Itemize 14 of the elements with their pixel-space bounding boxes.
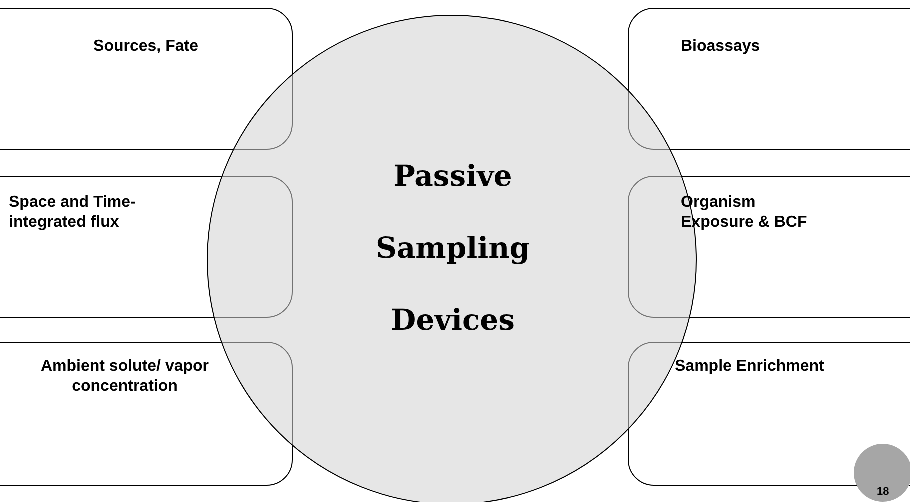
box-label: Ambient solute/ vapor concentration: [40, 357, 210, 397]
topic-box: [628, 176, 910, 318]
page-number-badge: [854, 444, 910, 502]
box-label: Sample Enrichment: [675, 357, 826, 377]
topic-box: [0, 8, 293, 150]
topic-box: [628, 342, 910, 486]
page-number: 18: [877, 486, 890, 498]
topic-box: [0, 176, 293, 318]
circle-label: Passive Sampling Devices: [374, 158, 532, 339]
box-label: Sources, Fate: [92, 37, 200, 57]
box-label: Space and Time- integrated flux: [9, 193, 137, 233]
box-label: Bioassays: [681, 37, 762, 57]
topic-box: [0, 342, 293, 486]
topic-box: [628, 8, 910, 150]
